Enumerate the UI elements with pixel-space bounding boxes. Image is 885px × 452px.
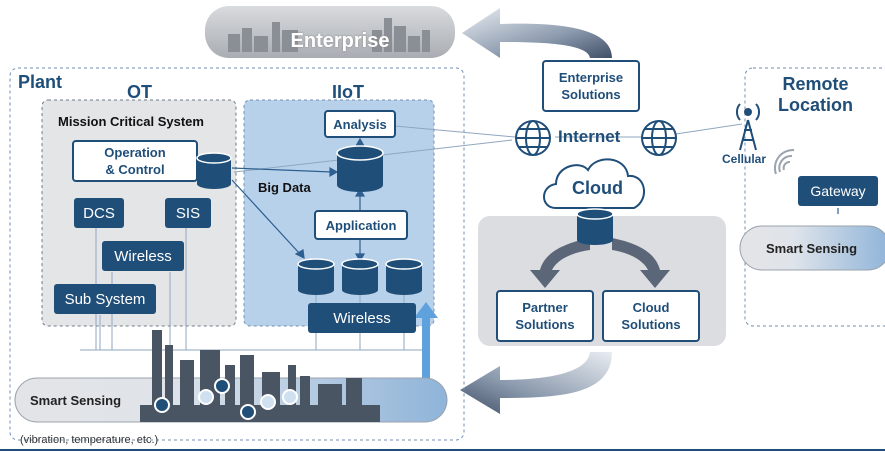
cloud-icon: [543, 158, 645, 209]
database-icon-1: [297, 258, 335, 295]
cellular-label: Cellular: [722, 152, 767, 166]
remote-title: Remote Location: [778, 74, 853, 115]
database-icon-3: [385, 258, 423, 295]
analysis-box[interactable]: Analysis: [324, 110, 396, 138]
iiot-wireless-box[interactable]: Wireless: [308, 303, 416, 333]
cloud-arrow-left: [530, 238, 590, 288]
application-label: Application: [325, 217, 397, 233]
database-icon-bigdata: [336, 145, 384, 192]
partner-solutions-label: Partner Solutions: [515, 300, 575, 332]
ot-wireless-label: Wireless: [114, 247, 172, 265]
cellular-tower-icon: [736, 103, 760, 151]
factory-icon: [140, 330, 380, 422]
database-icon-2: [341, 258, 379, 295]
big-data-label: Big Data: [258, 180, 311, 195]
sub-system-box[interactable]: Sub System: [54, 284, 156, 314]
enterprise-solutions-label: Enterprise Solutions: [558, 70, 624, 102]
globe-icon-left: [515, 120, 551, 156]
ot-wireless-box[interactable]: Wireless: [102, 241, 184, 271]
internet-label: Internet: [558, 127, 621, 146]
database-icon-ot: [196, 152, 232, 189]
operation-control-label: Operation & Control: [104, 145, 166, 177]
sub-system-label: Sub System: [64, 290, 146, 308]
gateway-box[interactable]: Gateway: [798, 176, 878, 206]
analysis-label: Analysis: [333, 116, 387, 132]
arrow-to-enterprise: [462, 8, 612, 58]
arrow-to-plant: [460, 352, 612, 414]
remote-smart-sensing-bar: [739, 225, 885, 271]
enterprise-solutions-box[interactable]: Enterprise Solutions: [542, 60, 640, 112]
plant-border: [9, 67, 465, 441]
operation-control-box[interactable]: Operation & Control: [72, 140, 198, 182]
plant-smart-sensing-label: Smart Sensing: [30, 393, 122, 408]
iiot-title: IIoT: [332, 82, 364, 102]
globe-icon-right: [641, 120, 677, 156]
cloud-solutions-label: Cloud Solutions: [621, 300, 681, 332]
city-skyline-icon: [228, 18, 430, 52]
dcs-label: DCS: [83, 204, 115, 222]
cloud-solutions-box[interactable]: Cloud Solutions: [602, 290, 700, 342]
database-icon-cloud: [576, 208, 614, 245]
enterprise-label: Enterprise: [290, 30, 390, 52]
dcs-box[interactable]: DCS: [74, 198, 124, 228]
ot-title: OT: [127, 82, 152, 102]
sensor-icons: [154, 378, 298, 420]
gateway-label: Gateway: [810, 183, 866, 199]
wireless-signal-icon: [773, 148, 795, 175]
remote-border: [744, 67, 885, 327]
cloud-arrow-right: [612, 238, 670, 288]
sis-label: SIS: [175, 204, 201, 222]
remote-smart-sensing-label: Smart Sensing: [766, 241, 858, 256]
application-box[interactable]: Application: [314, 210, 408, 240]
iiot-wireless-label: Wireless: [333, 309, 391, 327]
partner-solutions-box[interactable]: Partner Solutions: [496, 290, 594, 342]
plant-title: Plant: [18, 72, 63, 92]
footnote: (vibration, temperature, etc.): [20, 434, 159, 446]
mission-critical-label: Mission Critical System: [58, 114, 204, 129]
cloud-label: Cloud: [572, 178, 623, 198]
sis-box[interactable]: SIS: [165, 198, 211, 228]
